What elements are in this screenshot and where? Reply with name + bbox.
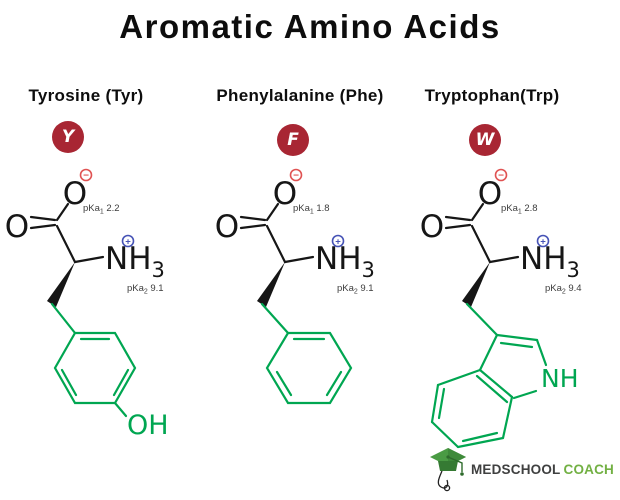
plus-charge-icon: +	[121, 234, 135, 247]
heading-phenylalanine: Phenylalanine (Phe)	[216, 86, 384, 105]
graduation-cap-icon	[429, 448, 466, 492]
indole-nh-label: NH	[541, 364, 579, 393]
minus-charge-icon: −	[494, 168, 508, 181]
carboxylate-oxygen-label: O	[273, 176, 297, 212]
carboxylate-oxygen-label: O	[63, 176, 87, 212]
tryptophan-letter-badge: W	[469, 124, 501, 156]
hydroxyl-label: OH	[127, 410, 169, 441]
minus-charge-icon: −	[289, 168, 303, 181]
plus-charge-icon: +	[536, 234, 550, 247]
svg-text:−: −	[498, 170, 504, 181]
heading-tryptophan: Tryptophan(Trp)	[424, 86, 560, 105]
benzene-ring	[260, 302, 353, 405]
carbonyl-oxygen-label: O	[5, 209, 29, 245]
svg-text:−: −	[83, 170, 89, 181]
wedge-bond	[257, 262, 285, 307]
svg-text:−: −	[293, 170, 299, 181]
heading-tyrosine: Tyrosine (Tyr)	[28, 86, 144, 105]
carbonyl-oxygen-label: O	[420, 209, 444, 245]
wedge-bond	[47, 262, 75, 307]
carbonyl-oxygen-label: O	[215, 209, 239, 245]
page-title: Aromatic Amino Acids	[119, 8, 501, 45]
svg-text:+: +	[125, 236, 131, 247]
phenol-ring: OH	[50, 302, 169, 441]
logo-text-coach: COACH	[563, 461, 614, 477]
minus-charge-icon: −	[79, 168, 93, 181]
svg-text:+: +	[335, 236, 341, 247]
logo-text-medschool: MEDSCHOOL	[470, 461, 561, 477]
amine-label: NH3	[315, 241, 375, 282]
phenylalanine-letter-badge: F	[277, 124, 309, 156]
plus-charge-icon: +	[331, 234, 345, 247]
indole-ring: NH	[430, 302, 579, 449]
wedge-bond	[462, 262, 490, 307]
svg-text:+: +	[540, 236, 546, 247]
tyrosine-letter-badge: Y	[52, 121, 84, 153]
amine-label: NH3	[105, 241, 165, 282]
carboxylate-oxygen-label: O	[478, 176, 502, 212]
amine-label: NH3	[520, 241, 580, 282]
